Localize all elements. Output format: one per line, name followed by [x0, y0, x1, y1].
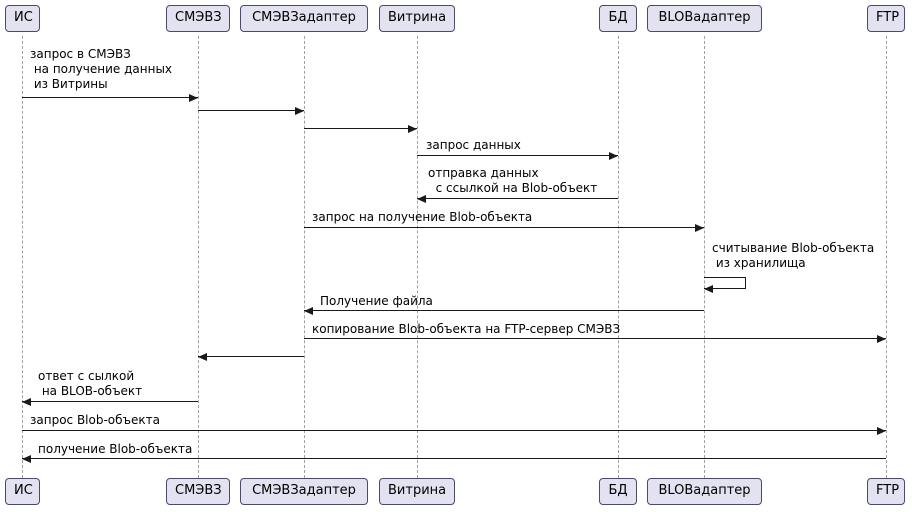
message-label-m7: считывание Blob-объекта из хранилища [712, 241, 875, 270]
message-label-m12: запрос Blob-объекта [30, 413, 161, 427]
message-line-m10 [198, 356, 304, 357]
lifeline-blobadapter [704, 36, 705, 478]
participant-top-blobadapter[interactable]: BLOBадаптер [647, 5, 762, 32]
participant-bottom-bd[interactable]: БД [599, 478, 637, 505]
message-label-m4: запрос данных [426, 138, 521, 152]
lifeline-smev3 [198, 36, 199, 478]
message-label-m13: получение Blob-объекта [38, 442, 193, 456]
participant-top-vitrina[interactable]: Витрина [379, 5, 455, 32]
message-line-m12 [22, 430, 886, 431]
participant-bottom-smev3adapter[interactable]: СМЭВЗадаптер [240, 478, 368, 505]
lifeline-vitrina [417, 36, 418, 478]
arrowhead-m3 [408, 125, 417, 133]
participant-bottom-is[interactable]: ИС [5, 478, 40, 505]
arrowhead-m5 [417, 195, 426, 203]
lifeline-smev3adapter [304, 36, 305, 478]
message-line-m13 [22, 458, 886, 459]
arrowhead-m13 [22, 455, 31, 463]
message-label-m1: запрос в СМЭВЗ на получение данных из Ви… [30, 47, 173, 91]
arrowhead-m10 [198, 353, 207, 361]
message-line-m3 [304, 128, 417, 129]
participant-top-smev3adapter[interactable]: СМЭВЗадаптер [240, 5, 368, 32]
participant-bottom-ftp[interactable]: FTP [867, 478, 905, 505]
arrowhead-m9 [877, 335, 886, 343]
participant-top-bd[interactable]: БД [599, 5, 637, 32]
participant-bottom-blobadapter[interactable]: BLOBадаптер [647, 478, 762, 505]
participant-bottom-vitrina[interactable]: Витрина [379, 478, 455, 505]
arrowhead-m12 [877, 427, 886, 435]
arrowhead-m6 [695, 224, 704, 232]
message-label-m11: ответ с сылкой на BLOB-объект [38, 369, 143, 398]
message-label-m6: запрос на получение Blob-объекта [312, 210, 533, 224]
message-line-m6 [304, 227, 704, 228]
message-label-m5: отправка данных с ссылкой на Blob-объект [428, 166, 598, 195]
arrowhead-m1 [189, 94, 198, 102]
message-label-m8: Получение файла [320, 294, 433, 308]
arrowhead-m8 [304, 307, 313, 315]
lifeline-is [22, 36, 23, 478]
participant-top-ftp[interactable]: FTP [867, 5, 905, 32]
arrowhead-m2 [295, 107, 304, 115]
participant-top-is[interactable]: ИС [5, 5, 40, 32]
self-message-m7 [704, 277, 746, 289]
message-line-m9 [304, 338, 886, 339]
participant-top-smev3[interactable]: СМЭВЗ [166, 5, 230, 32]
lifeline-ftp [886, 36, 887, 478]
message-line-m1 [22, 97, 198, 98]
arrowhead-m11 [22, 398, 31, 406]
message-line-m8 [304, 310, 704, 311]
message-line-m5 [417, 198, 618, 199]
arrowhead-m7 [704, 285, 713, 293]
arrowhead-m4 [609, 152, 618, 160]
message-line-m11 [22, 401, 198, 402]
message-line-m2 [198, 110, 304, 111]
lifeline-bd [618, 36, 619, 478]
message-label-m9: копирование Blob-объекта на FTP-сервер С… [312, 322, 621, 336]
message-line-m4 [417, 155, 618, 156]
participant-bottom-smev3[interactable]: СМЭВЗ [166, 478, 230, 505]
